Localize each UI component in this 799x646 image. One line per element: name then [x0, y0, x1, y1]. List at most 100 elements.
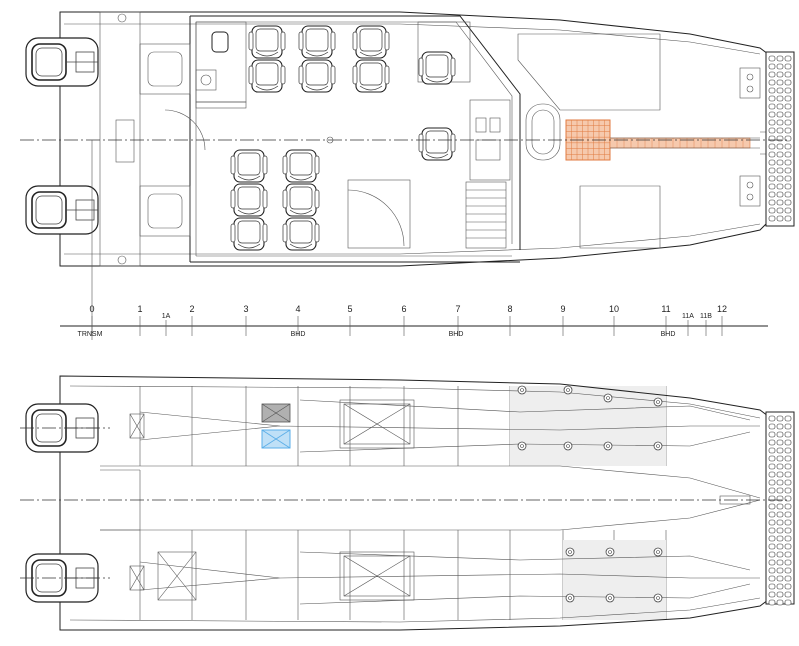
chine-stbd-outer [69, 597, 761, 623]
passenger-seat [352, 25, 390, 59]
passenger-seat [418, 51, 456, 85]
fender-tread [776, 159, 784, 166]
hull-frames [139, 386, 667, 620]
fender-tread [768, 127, 776, 134]
grey-tank [261, 403, 291, 423]
fender-tread [784, 551, 792, 558]
console-screen-2 [489, 117, 501, 133]
fastener [653, 593, 663, 603]
fender-tread [784, 159, 792, 166]
fender-tread [784, 79, 792, 86]
fender-tread [784, 503, 792, 510]
bow-fender-hull [765, 411, 795, 606]
gunwale-line-port [64, 23, 761, 55]
fender-tread [776, 599, 784, 606]
fender-tread [768, 215, 776, 222]
fender-tread [768, 143, 776, 150]
aft-locker-stbd [139, 185, 191, 237]
keel-line-port [139, 411, 760, 441]
fastener-core [568, 550, 572, 554]
cleat-port [117, 13, 127, 23]
wc-basin [195, 69, 217, 91]
fender-tread [776, 479, 784, 486]
fender-tread [784, 479, 792, 486]
fender-tread [784, 535, 792, 542]
fender-tread [776, 79, 784, 86]
fender-tread [776, 543, 784, 550]
fender-tread [768, 207, 776, 214]
hull-plan [20, 375, 795, 631]
windlass-bolt [746, 193, 754, 201]
fender-tread [768, 527, 776, 534]
passenger-seat [230, 149, 268, 183]
fender-tread [784, 439, 792, 446]
aft-hatch-port [147, 51, 183, 87]
frame-tag-label: BHD [449, 331, 464, 338]
passenger-seat [352, 59, 390, 93]
fender-tread [784, 167, 792, 174]
fender-tread [776, 535, 784, 542]
frame-number-label: 7 [455, 304, 460, 314]
transom-hatch [115, 119, 135, 163]
frame-tag-label: BHD [661, 331, 676, 338]
keel-line-stbd [139, 561, 760, 591]
fender-tread [784, 415, 792, 422]
fender-tread [768, 543, 776, 550]
fender-tread [768, 87, 776, 94]
fender-tread [784, 87, 792, 94]
fuel-tank-port [339, 399, 415, 449]
fender-tread [776, 415, 784, 422]
frame-number-label: 11 [661, 304, 670, 314]
fender-tread [776, 207, 784, 214]
fender-tread [776, 447, 784, 454]
fender-tread [784, 575, 792, 582]
fender-tread [784, 511, 792, 518]
fender-tread [784, 103, 792, 110]
windlass-bolt [746, 181, 754, 189]
frame-number-label: 2 [189, 304, 194, 314]
fender-tread [784, 119, 792, 126]
door-swing-forward [347, 189, 405, 247]
fastener-core [656, 444, 660, 448]
passenger-seat [248, 25, 286, 59]
fender-tread [784, 463, 792, 470]
frame-number-label: 3 [243, 304, 248, 314]
fender-tread [768, 71, 776, 78]
fwd-locker-stbd [579, 185, 661, 249]
console-panel [475, 139, 501, 161]
bow-fender-deck [765, 51, 795, 227]
fender-tread [776, 191, 784, 198]
frame-tag-label: TRNSM [78, 331, 103, 338]
frame-number-label: 4 [295, 304, 300, 314]
fastener-core [566, 388, 570, 392]
fastener [603, 441, 613, 451]
fender-tread [784, 431, 792, 438]
deck-plan [20, 11, 795, 267]
fwd-hatch-outer [525, 103, 561, 161]
fender-tread [776, 175, 784, 182]
aft-locker-port [139, 43, 191, 95]
fender-tread [768, 95, 776, 102]
fender-tread [768, 119, 776, 126]
fender-tread [768, 175, 776, 182]
fender-tread [784, 151, 792, 158]
fender-tread [776, 167, 784, 174]
fastener [605, 593, 615, 603]
fender-tread [784, 191, 792, 198]
fastener-core [520, 388, 524, 392]
fender-tread [784, 599, 792, 606]
fender-tread [784, 63, 792, 70]
fwd-locker-port [517, 33, 661, 111]
fender-tread [768, 567, 776, 574]
fender-tread [784, 471, 792, 478]
fwd-deck-plate-stbd [563, 540, 666, 620]
fender-tread [776, 423, 784, 430]
windlass-plate-port [739, 67, 761, 99]
fender-tread [776, 511, 784, 518]
passenger-seat [298, 59, 336, 93]
fender-tread [768, 423, 776, 430]
passenger-seat [418, 127, 456, 161]
frame-number-label: 6 [401, 304, 406, 314]
fender-tread [768, 199, 776, 206]
